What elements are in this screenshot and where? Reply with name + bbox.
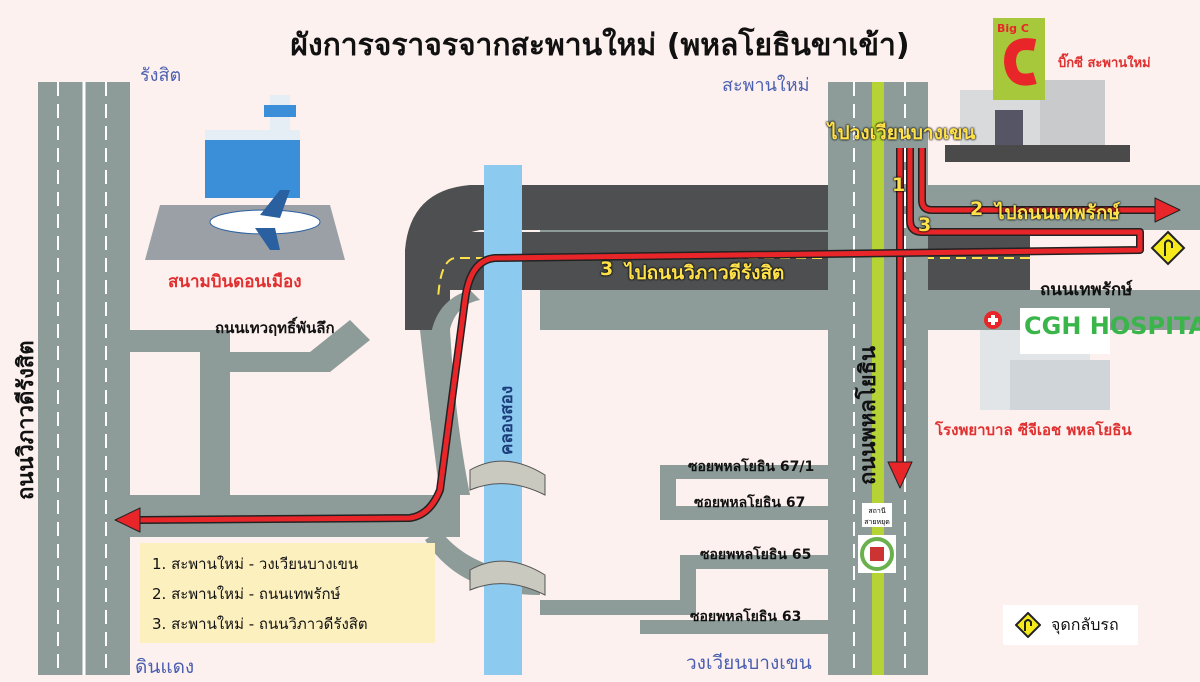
label-phahonyothin-road: ถนนพหลโยธิน: [856, 345, 881, 485]
label-rangsit: รังสิต: [140, 65, 182, 86]
uturn-legend: จุดกลับรถ: [1003, 605, 1138, 645]
route2-arrow: [1154, 197, 1181, 223]
route3-label: ไปถนนวิภาวดีรังสิต: [625, 262, 785, 284]
bigc-logo-text: Big C: [997, 22, 1029, 35]
route1-label: ไปวงเวียนบางเขน: [828, 122, 976, 144]
cgh-hospital-building: [980, 308, 1110, 410]
label-din-daeng: ดินแดง: [135, 656, 195, 678]
vibhavadi-road: [38, 82, 130, 675]
label-wongwian-bang-khen: วงเวียนบางเขน: [686, 652, 812, 674]
label-soi-67: ซอยพหลโยธิน 67: [694, 495, 806, 511]
label-soi-67-1: ซอยพหลโยธิน 67/1: [688, 459, 815, 475]
cgh-logo-text: CGH HOSPITAL: [1024, 312, 1200, 340]
airport-illustration: [145, 95, 345, 260]
route3-arrow: [114, 507, 141, 533]
label-station: สถานี สายหยุด: [864, 507, 890, 526]
route3-number: 3: [600, 258, 614, 280]
uturn-label: จุดกลับรถ: [1051, 614, 1119, 634]
uturn-icon: [1015, 612, 1041, 638]
legend-item: 1. สะพานใหม่ - วงเวียนบางเขน: [152, 555, 359, 573]
label-soi-63: ซอยพหลโยธิน 63: [690, 609, 802, 625]
bts-station-icon: [858, 503, 896, 573]
canal: [484, 165, 522, 675]
label-canal: คลองสอง: [497, 385, 517, 455]
route-lines: [114, 148, 1181, 533]
label-saphan-mai: สะพานใหม่: [722, 75, 810, 96]
label-hospital: โรงพยาบาล ซีจีเอช พหลโยธิน: [935, 421, 1132, 439]
label-bigc: บิ๊กซี สะพานใหม่: [1058, 56, 1151, 71]
route-legend: 1. สะพานใหม่ - วงเวียนบางเขน 2. สะพานใหม…: [140, 543, 435, 643]
label-vibhavadi-road: ถนนวิภาวดีรังสิต: [14, 340, 39, 500]
route3-number-b: 3: [918, 214, 932, 236]
label-thep-rak-road: ถนนเทพรักษ์: [1040, 280, 1133, 300]
bigc-building: [945, 18, 1130, 162]
canal-bridges: [469, 460, 546, 596]
route1-number: 1: [892, 174, 906, 196]
legend-item: 2. สะพานใหม่ - ถนนเทพรักษ์: [152, 585, 341, 603]
bigc-logo: [993, 18, 1045, 100]
route1-arrow: [887, 461, 913, 489]
uturn-sign-icon: [1150, 230, 1186, 266]
page-title: ผังการจราจรจากสะพานใหม่ (พหลโยธินขาเข้า): [290, 28, 910, 63]
label-airport: สนามบินดอนเมือง: [168, 272, 302, 292]
route2-label: ไปถนนเทพรักษ์: [995, 202, 1120, 224]
legend-item: 3. สะพานใหม่ - ถนนวิภาวดีรังสิต: [152, 615, 368, 633]
label-soi-65: ซอยพหลโยธิน 65: [700, 547, 812, 563]
label-thewarit-road: ถนนเทวฤทธิ์พันลึก: [215, 319, 335, 337]
route2-number: 2: [970, 198, 984, 220]
